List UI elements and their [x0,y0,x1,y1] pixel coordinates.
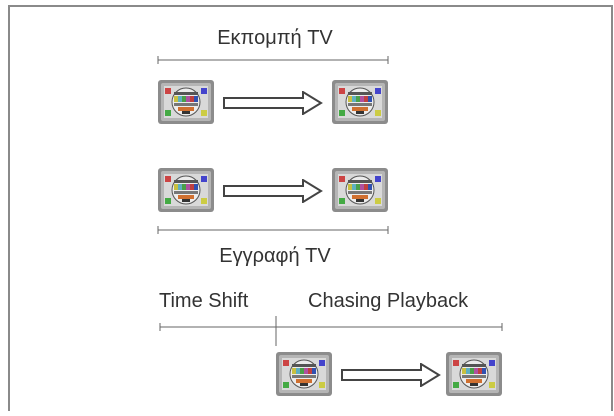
time-shift-label: Time Shift [159,290,249,312]
recording-label: Εγγραφή TV [219,245,331,267]
tv-icon [332,168,388,212]
broadcast-label: Εκπομπή TV [217,27,333,49]
tv-icon [332,80,388,124]
tv-icon [276,352,332,396]
broadcast-span-line [157,56,389,64]
tv-icon [158,80,214,124]
tv-icon [446,352,502,396]
time-shift-span-line [159,316,277,346]
chasing-playback-span-line [276,323,503,331]
tv-icon [158,168,214,212]
recording-span-line [157,226,389,234]
frame-border [8,5,613,416]
chasing-playback-label: Chasing Playback [308,290,469,312]
